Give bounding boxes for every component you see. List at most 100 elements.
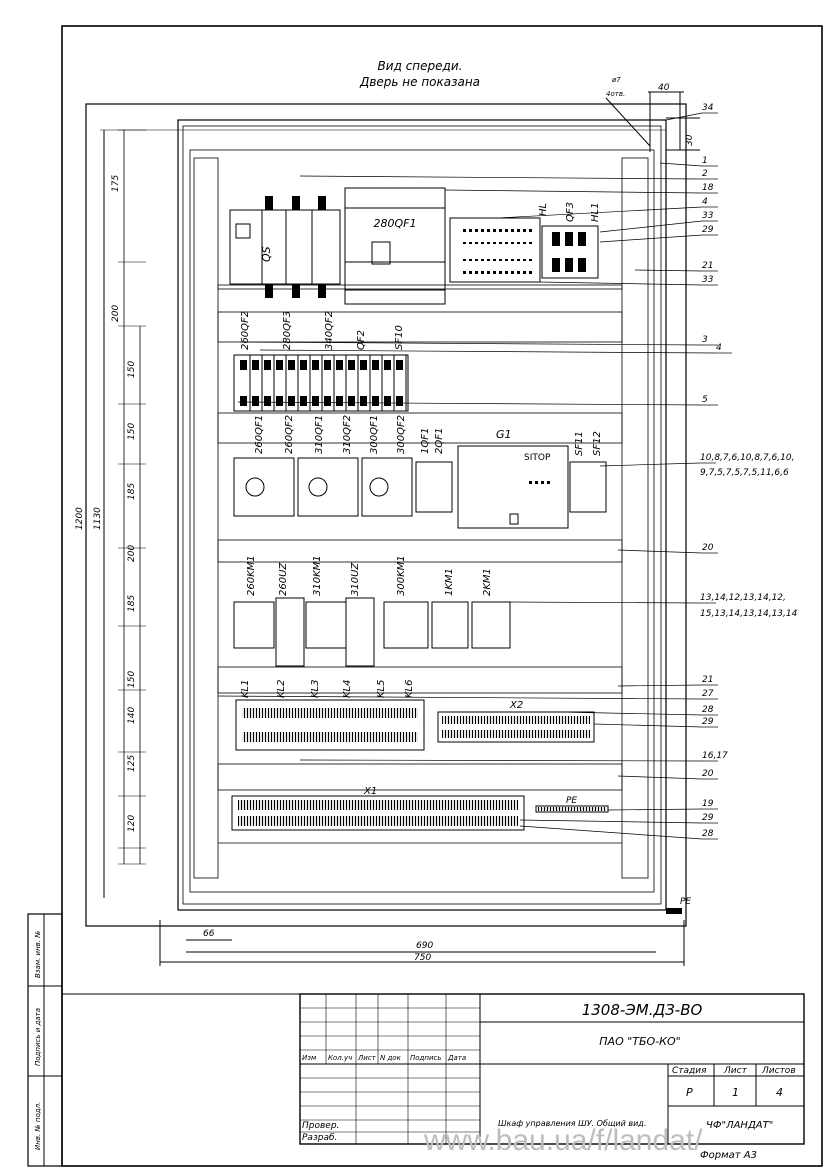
stamp-inv-podl: Инв. № подл. bbox=[34, 1102, 42, 1150]
sitop-label: SITOP bbox=[524, 453, 551, 463]
qf3-hl1-group: QF3 HL1 bbox=[541, 202, 601, 279]
callout-c21a: 21 bbox=[702, 261, 713, 271]
sheets-value: 4 bbox=[776, 1086, 783, 1099]
checked-label: Провер. bbox=[302, 1121, 339, 1131]
callout-c28b: 28 bbox=[702, 829, 714, 839]
pe-busbar: PE bbox=[535, 796, 609, 813]
hole-note: ø7 4отв. 40 30 bbox=[605, 76, 700, 152]
side-stamp: Инв. № подл. Подпись и дата Взам. инв. № bbox=[27, 913, 63, 1167]
callout-c4b: 4 bbox=[716, 343, 722, 353]
row2-label: SF10 bbox=[394, 325, 405, 350]
sheet-value: 1 bbox=[732, 1086, 739, 1099]
dim-1130: 1130 bbox=[93, 507, 103, 530]
terminal-block-x2: X2 bbox=[437, 700, 595, 743]
dim-label: 185 bbox=[127, 483, 137, 500]
row2-label: QF2 bbox=[356, 330, 367, 350]
callout-c20b: 20 bbox=[702, 769, 714, 779]
callout-c4: 4 bbox=[702, 197, 708, 207]
row3-label: 300QF2 bbox=[396, 415, 407, 454]
callout-c27: 27 bbox=[702, 689, 714, 699]
callout-c_row3_1: 10,8,7,6,10,8,7,6,10, bbox=[700, 453, 794, 463]
row2-label: 280QF3 bbox=[282, 311, 293, 350]
company-name: ЧФ"ЛАНДАТ" bbox=[706, 1120, 773, 1131]
relay-label: KL5 bbox=[376, 680, 387, 699]
cabinet-outline bbox=[85, 103, 687, 927]
callout-c5: 5 bbox=[702, 395, 708, 405]
sheet-header: Лист bbox=[723, 1066, 748, 1076]
callout-c18: 18 bbox=[702, 183, 714, 193]
dim-label: 125 bbox=[127, 755, 137, 772]
din-rails bbox=[217, 284, 623, 844]
organization: ПАО "ТБО-КО" bbox=[599, 1035, 680, 1048]
qs-label: QS bbox=[260, 246, 273, 262]
dim-label: 120 bbox=[127, 815, 137, 832]
callout-c29c: 29 bbox=[702, 813, 714, 823]
row3-label: 310QF2 bbox=[342, 415, 353, 454]
dim-1200: 1200 bbox=[75, 507, 85, 530]
breaker-280qf1: 280QF1 bbox=[344, 187, 446, 305]
row4-label: 310UZ bbox=[350, 562, 361, 596]
hole-count: 4отв. bbox=[606, 90, 625, 98]
callout-c2: 2 bbox=[702, 169, 708, 179]
dim-label: 140 bbox=[127, 707, 137, 724]
sheet-frame bbox=[61, 25, 823, 1167]
x2-label: X2 bbox=[509, 700, 523, 711]
row2-label: 340QF2 bbox=[324, 311, 335, 350]
callout-c19: 19 bbox=[702, 799, 714, 809]
row2-label: 260QF2 bbox=[240, 311, 251, 350]
view-title-line2: Дверь не показана bbox=[359, 75, 480, 89]
dim-label: 150 bbox=[127, 423, 137, 440]
ground-terminal: PE bbox=[666, 897, 691, 914]
row4-label: 2KM1 bbox=[482, 568, 493, 596]
row4-label: 1KM1 bbox=[444, 568, 455, 596]
qf1-280-label: 280QF1 bbox=[374, 217, 417, 230]
tb-col-header: Подпись bbox=[410, 1054, 442, 1062]
view-title-line1: Вид спереди. bbox=[378, 59, 463, 73]
relay-label: KL1 bbox=[240, 680, 251, 699]
hole-dia: ø7 bbox=[611, 76, 621, 84]
callout-c3: 3 bbox=[702, 335, 708, 345]
row3-label: 310QF1 bbox=[314, 415, 325, 454]
hl1-label: HL1 bbox=[590, 203, 601, 222]
row3-label: 1QF1 bbox=[420, 428, 431, 454]
callout-c_row4_1: 13,14,12,13,14,12, bbox=[700, 593, 786, 603]
tb-col-header: Дата bbox=[447, 1054, 466, 1062]
power-supply-g1: G1 SITOP bbox=[457, 428, 569, 529]
motor-breakers-row3 bbox=[233, 457, 453, 517]
drawing-code: 1308-ЭМ.ДЗ-ВО bbox=[582, 1001, 703, 1019]
terminal-block-x1: X1 bbox=[231, 786, 525, 831]
row4-label: 300KM1 bbox=[396, 555, 407, 596]
dim-label: 200 bbox=[111, 305, 121, 322]
signal-lamp-panel: HL bbox=[449, 203, 549, 283]
sf12-label: SF12 bbox=[592, 431, 603, 456]
stamp-podpis: Подпись и дата bbox=[34, 1008, 42, 1066]
dim-750: 750 bbox=[414, 953, 431, 963]
stamp-vzam: Взам. инв. № bbox=[34, 930, 42, 978]
dim-66: 66 bbox=[203, 929, 215, 939]
tb-col-header: Изм bbox=[302, 1054, 317, 1062]
x1-label: X1 bbox=[363, 786, 377, 797]
g1-label: G1 bbox=[496, 428, 512, 441]
dim-30: 30 bbox=[685, 134, 695, 146]
pe-ground-label: PE bbox=[680, 897, 691, 907]
callout-c1617: 16,17 bbox=[702, 751, 728, 761]
relay-label: KL4 bbox=[342, 680, 353, 699]
dim-label: 150 bbox=[127, 361, 137, 378]
relay-label: KL2 bbox=[276, 680, 287, 699]
contactors-row4 bbox=[233, 597, 511, 667]
relays-row5 bbox=[235, 699, 425, 751]
tb-col-header: Кол.уч bbox=[328, 1054, 352, 1062]
sf11-label: SF11 bbox=[574, 431, 585, 456]
tb-col-header: Лист bbox=[357, 1054, 377, 1062]
callout-leaders: 34121843329213334510,8,7,6,10,8,7,6,10,9… bbox=[217, 103, 798, 840]
callout-c33a: 33 bbox=[702, 211, 714, 221]
sheet-description: Шкаф управления ШУ. Общий вид. bbox=[498, 1119, 646, 1128]
developed-label: Разраб. bbox=[302, 1133, 337, 1143]
callout-c_row3_2: 9,7,5,7,5,7,5,11,6,6 bbox=[700, 468, 789, 478]
hl-label: HL bbox=[538, 203, 549, 216]
callout-c33b: 33 bbox=[702, 275, 714, 285]
stage-value: Р bbox=[686, 1086, 693, 1099]
